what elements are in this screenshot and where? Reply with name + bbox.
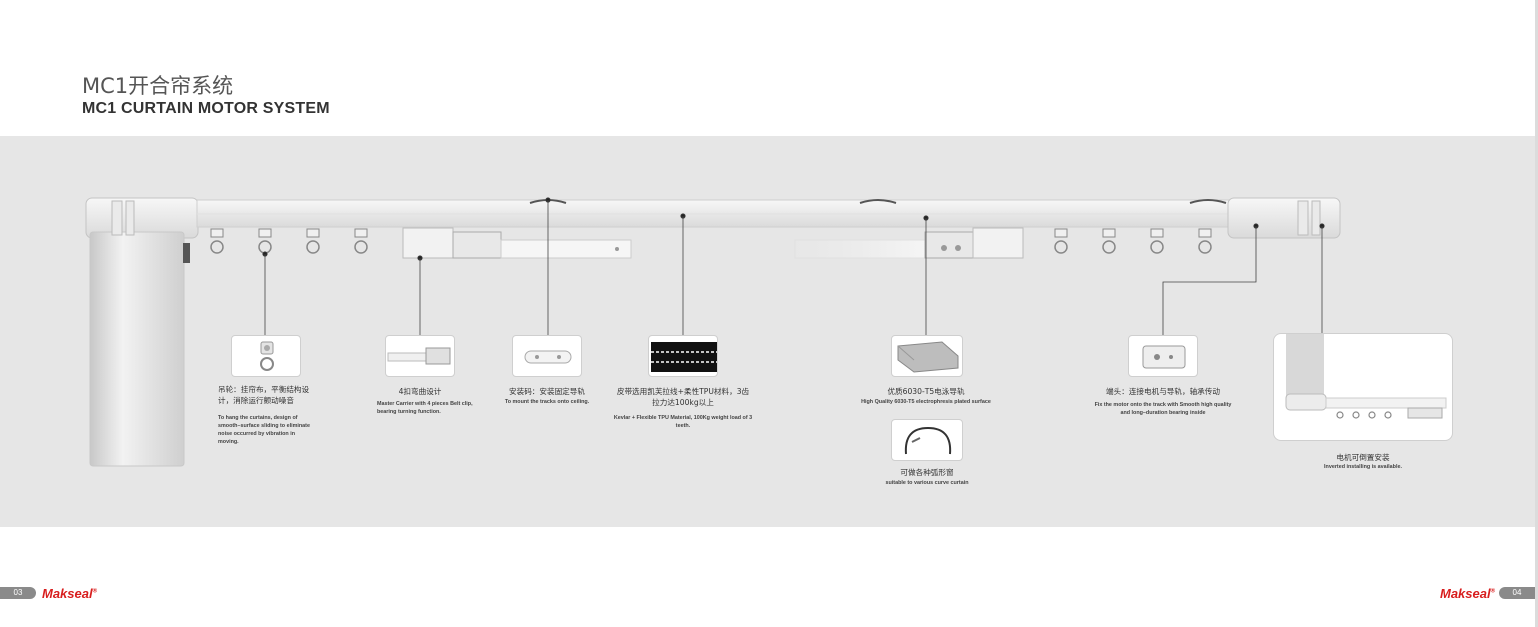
runner-group-right — [1054, 228, 1212, 254]
pulley-caption-zh: 吊轮：挂帘布，平衡结构设计，消除运行颤动噪音 — [218, 385, 310, 405]
master-carrier-thumbnail — [385, 335, 455, 377]
track-profile-icon — [897, 341, 959, 373]
end-cap-icon — [1142, 345, 1186, 369]
curve-thumbnail — [891, 419, 963, 461]
pulley-thumbnail — [231, 335, 301, 377]
brand-name: Makseal — [1439, 585, 1491, 601]
track-thumbnail — [891, 335, 963, 377]
page-number-right: 04 — [1499, 587, 1535, 599]
motor — [85, 197, 199, 467]
page-title-en: MC1 CURTAIN MOTOR SYSTEM — [82, 100, 330, 117]
brand-logo-left: Makseal® — [42, 586, 97, 601]
track-caption-en: High Quality 6030-T5 electrophresis plat… — [861, 399, 991, 405]
belt-caption-en: Kevlar + Flexible TPU Material, 100Kg we… — [613, 415, 753, 429]
belt-thumbnail — [648, 335, 718, 377]
page-edge — [1535, 0, 1538, 627]
end-cap-thumbnail — [1128, 335, 1198, 377]
footer-left: 03 Makseal® — [0, 586, 97, 601]
curve-caption-zh: 可做各种弧形窗 — [900, 468, 954, 477]
curve-track-icon — [904, 426, 952, 455]
master-carrier-left — [402, 227, 632, 259]
rail — [196, 199, 1258, 228]
brand-logo-right: Makseal® — [1440, 586, 1495, 601]
callout-lines — [262, 197, 1325, 335]
page-number-left: 03 — [0, 587, 36, 599]
master-carrier-caption-en: Master Carrier with 4 pieces Belt clip, … — [377, 401, 473, 415]
pulley-icon — [260, 341, 274, 371]
brand-mark: ® — [92, 588, 98, 595]
mount-code-thumbnail — [512, 335, 582, 377]
inverted-motor-icon — [1285, 334, 1447, 419]
track-caption-zh: 优质6030-T5电泳导轨 — [887, 387, 965, 396]
curve-caption-en: suitable to various curve curtain — [885, 480, 969, 486]
inverted-install-thumbnail — [1273, 333, 1453, 441]
belt-icon — [651, 342, 717, 372]
inverted-caption-zh: 电机可倒置安装 — [1336, 453, 1390, 462]
footer-right: Makseal® 04 — [1434, 586, 1535, 601]
mount-code-caption-en: To mount the tracks onto ceiling. — [504, 399, 590, 405]
mount-code-icon — [524, 350, 572, 364]
brand-name: Makseal — [42, 585, 93, 601]
end-cap-caption-zh: 端头：连接电机与导轨，轴承传动 — [1106, 387, 1220, 396]
inverted-caption-en: Inverted installing is available. — [1324, 464, 1402, 470]
pulley-caption-en: To hang the curtains, design of smooth–s… — [218, 415, 310, 445]
master-carrier-caption-zh: 4扣弯曲设计 — [398, 387, 442, 396]
belt-caption-zh: 皮带选用凯芙拉线+柔性TPU材料，3齿拉力达100kg以上 — [616, 387, 750, 407]
master-carrier-icon — [387, 347, 451, 365]
brand-mark: ® — [1490, 588, 1495, 595]
mount-code-caption-zh: 安装码：安装固定导轨 — [509, 387, 585, 396]
end-cap — [1227, 197, 1341, 239]
page-title-zh: MC1开合帘系统 — [82, 74, 234, 98]
runner-group-left — [210, 228, 368, 254]
master-carrier-right — [794, 227, 1024, 259]
end-cap-caption-en: Fix the motor onto the track with Smooth… — [1094, 402, 1232, 416]
